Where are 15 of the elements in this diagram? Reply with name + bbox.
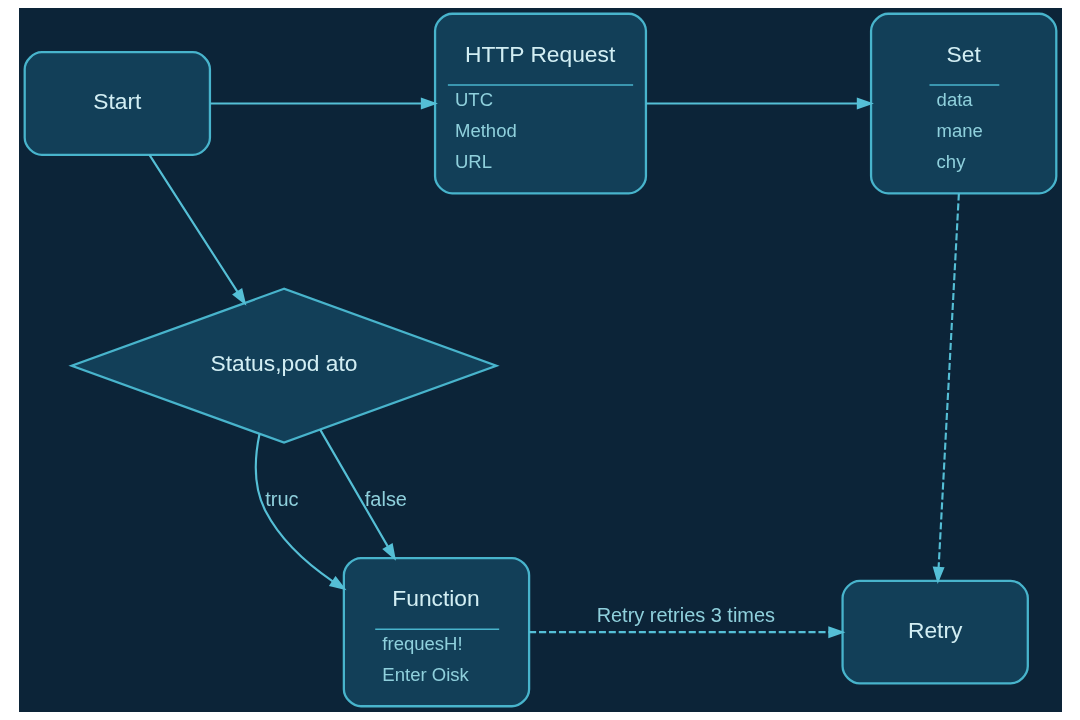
arrow (148, 154, 246, 306)
arrow (209, 97, 438, 110)
node-box: Start (23, 51, 211, 156)
node-box: HTTP Request UTC Method URL (433, 12, 647, 195)
node-box: Retry (840, 579, 1029, 685)
arrow (528, 626, 845, 639)
edge-label: false (364, 487, 407, 510)
edge-label: truc (264, 487, 299, 510)
arrow (318, 429, 396, 561)
node-box: Function frequesH! Enter Oisk (342, 556, 530, 708)
arrow (645, 97, 874, 110)
arrow (932, 193, 960, 584)
arrow (254, 433, 347, 591)
edge-label: Retry retries 3 times (596, 604, 775, 627)
node-box: Set data mane chy (869, 12, 1057, 195)
